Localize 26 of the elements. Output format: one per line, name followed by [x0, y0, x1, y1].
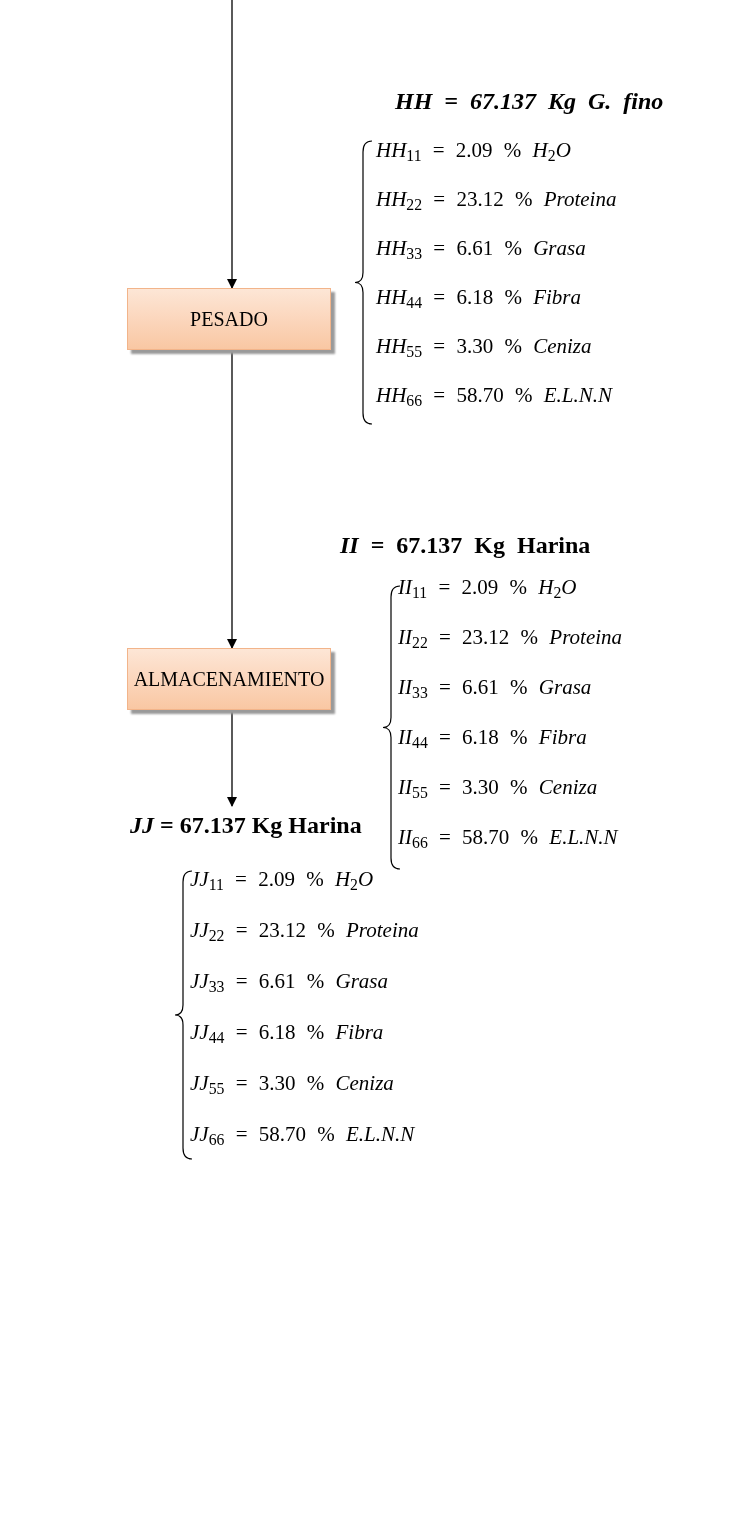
- process-box: ALMACENAMIENTO: [127, 648, 331, 710]
- composition-line: II$_{44}$ = 6.18 % Fibra: [398, 724, 587, 753]
- arrow: [227, 709, 237, 807]
- composition-line: JJ$_{55}$ = 3.30 % Ceniza: [190, 1070, 394, 1099]
- composition-line: II$_{11}$ = 2.09 % H$_{2}$O: [398, 574, 577, 603]
- stream-heading: II = 67.137 Kg Harina: [340, 531, 591, 560]
- composition-line: HH$_{33}$ = 6.61 % Grasa: [376, 235, 586, 264]
- composition-line: HH$_{55}$ = 3.30 % Ceniza: [376, 333, 592, 362]
- composition-line: II$_{66}$ = 58.70 % E.L.N.N: [398, 824, 618, 853]
- composition-line: II$_{33}$ = 6.61 % Grasa: [398, 674, 592, 703]
- composition-line: HH$_{11}$ = 2.09 % H$_{2}$O: [376, 137, 571, 166]
- composition-line: JJ$_{44}$ = 6.18 % Fibra: [190, 1019, 384, 1048]
- composition-line: II$_{55}$ = 3.30 % Ceniza: [398, 774, 598, 803]
- composition-line: JJ$_{11}$ = 2.09 % H$_{2}$O: [190, 866, 374, 895]
- composition-line: HH$_{44}$ = 6.18 % Fibra: [376, 284, 582, 313]
- composition-line: JJ$_{33}$ = 6.61 % Grasa: [190, 968, 388, 997]
- stream-heading: HH = 67.137 Kg G. fino: [395, 87, 664, 116]
- arrow: [227, 349, 237, 649]
- composition-line: HH$_{66}$ = 58.70 % E.L.N.N: [376, 382, 612, 411]
- arrow: [227, 0, 237, 289]
- composition-line: JJ$_{66}$ = 58.70 % E.L.N.N: [190, 1121, 415, 1150]
- composition-line: JJ$_{22}$ = 23.12 % Proteina: [190, 917, 419, 946]
- composition-line: HH$_{22}$ = 23.12 % Proteina: [376, 186, 617, 215]
- process-box: PESADO: [127, 288, 331, 350]
- composition-line: II$_{22}$ = 23.12 % Proteina: [398, 624, 623, 653]
- stream-heading: JJ = 67.137 Kg Harina: [130, 806, 362, 844]
